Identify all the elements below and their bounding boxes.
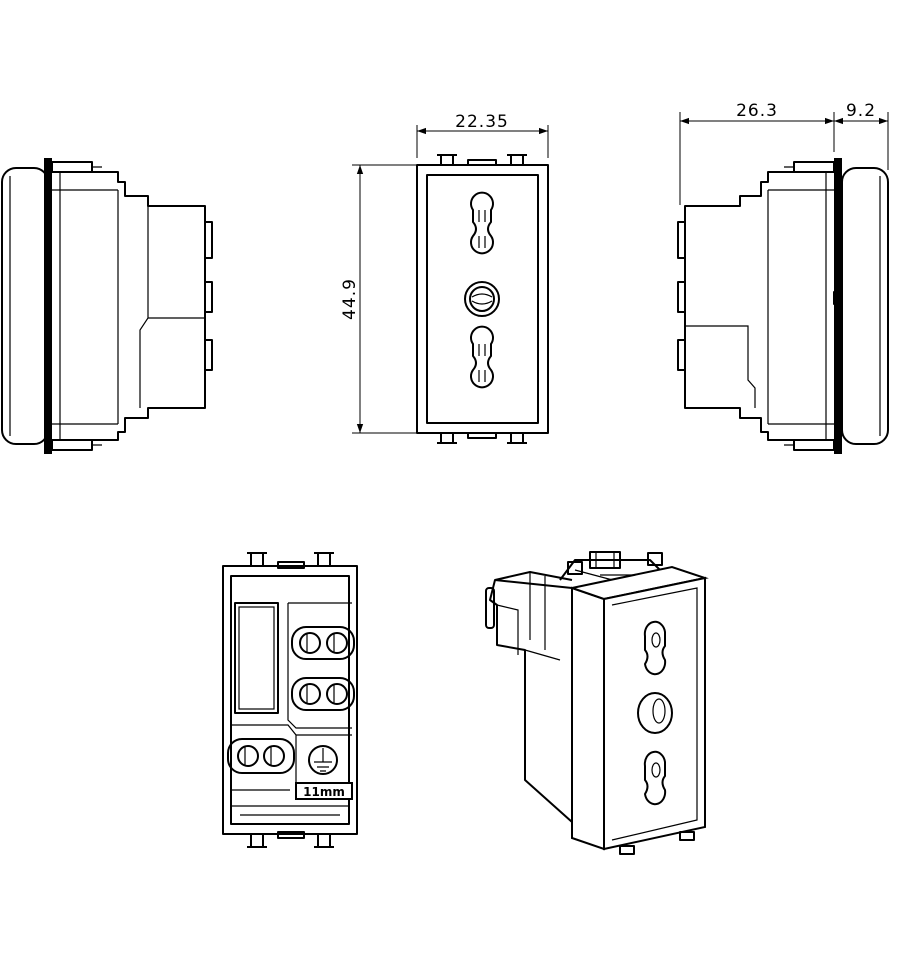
dimension-depth-label: 26.3 bbox=[736, 101, 778, 121]
perspective-socket-top bbox=[643, 620, 667, 676]
socket-hole-top bbox=[470, 191, 494, 255]
perspective-socket-center bbox=[637, 692, 673, 734]
socket-hole-bottom bbox=[470, 325, 494, 389]
strip-length-label: 11mm bbox=[303, 785, 345, 799]
front-view bbox=[416, 154, 549, 444]
terminal-top bbox=[291, 626, 355, 660]
earth-icon bbox=[308, 745, 338, 775]
dimension-height-label: 44.9 bbox=[340, 278, 360, 320]
dimension-lines: 22.35 44.9 26.3 9.2 bbox=[340, 101, 889, 434]
socket-hole-center bbox=[464, 281, 500, 317]
strip-length-box bbox=[295, 782, 353, 800]
dimension-width-label: 22.35 bbox=[455, 112, 509, 132]
perspective-socket-bottom bbox=[643, 750, 667, 806]
perspective-view bbox=[485, 551, 709, 855]
rear-view: 11mm bbox=[222, 552, 358, 848]
right-side-view bbox=[677, 158, 889, 454]
left-side-view bbox=[1, 158, 213, 454]
terminal-bottom bbox=[227, 738, 295, 774]
top-clips bbox=[437, 154, 527, 444]
dimension-plate-label: 9.2 bbox=[846, 101, 876, 121]
terminal-middle bbox=[291, 677, 355, 711]
